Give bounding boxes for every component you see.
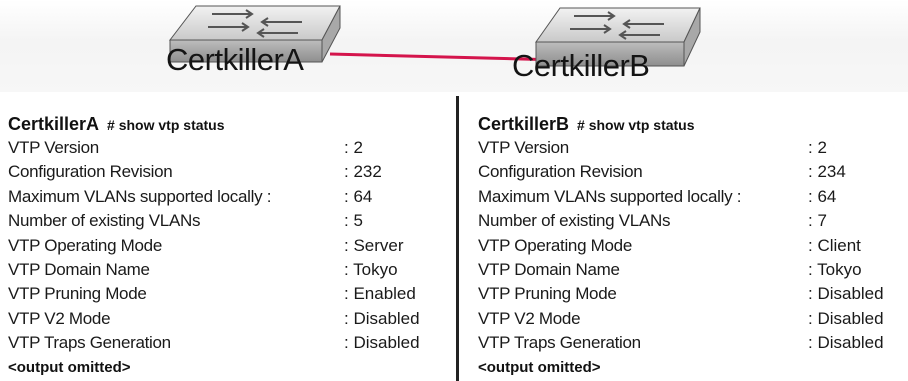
row-value: : Server xyxy=(344,235,404,255)
row-value: : 7 xyxy=(808,211,827,231)
row-label: Number of existing VLANs xyxy=(8,211,201,231)
hostname: CertkillerA xyxy=(8,114,100,134)
command-text: # show vtp status xyxy=(107,117,225,133)
row-label: Maximum VLANs supported locally : xyxy=(8,186,272,206)
status-row: Maximum VLANs supported locally : : 64 xyxy=(8,185,448,209)
status-row: Number of existing VLANs : 7 xyxy=(478,209,906,233)
status-row: VTP Pruning Mode : Disabled xyxy=(478,282,906,306)
row-value: : 5 xyxy=(344,211,363,231)
row-value: : 64 xyxy=(344,186,373,206)
status-row: VTP Traps Generation : Disabled xyxy=(8,331,448,355)
status-row: VTP Version : 2 xyxy=(478,136,906,160)
status-row: VTP Domain Name : Tokyo xyxy=(8,258,448,282)
row-label: Configuration Revision xyxy=(478,162,643,182)
status-row: VTP Domain Name : Tokyo xyxy=(478,258,906,282)
status-row: VTP Traps Generation : Disabled xyxy=(478,331,906,355)
status-row: Number of existing VLANs : 5 xyxy=(8,209,448,233)
row-label: VTP Pruning Mode xyxy=(8,284,147,304)
row-value: : 232 xyxy=(344,162,382,182)
row-label: Configuration Revision xyxy=(8,162,173,182)
switch-b-icon xyxy=(535,7,701,67)
network-topology xyxy=(168,5,701,67)
row-label: VTP Version xyxy=(8,138,99,157)
row-value: : Disabled xyxy=(808,308,884,328)
status-row: Maximum VLANs supported locally : : 64 xyxy=(478,185,906,209)
row-label: VTP V2 Mode xyxy=(8,308,111,328)
row-label: Maximum VLANs supported locally : xyxy=(478,186,742,206)
vtp-status-panel-a: CertkillerA # show vtp status VTP Version… xyxy=(8,112,448,380)
switch-b-label: CertkillerB xyxy=(512,48,650,83)
command-text: # show vtp status xyxy=(577,117,695,133)
vtp-status-panel-b: CertkillerB # show vtp status VTP Version… xyxy=(478,112,906,380)
row-value: : 234 xyxy=(808,162,846,182)
row-value: : Client xyxy=(808,235,861,255)
row-label: VTP Pruning Mode xyxy=(478,284,617,304)
row-value: : Disabled xyxy=(808,333,884,353)
status-row: VTP V2 Mode : Disabled xyxy=(478,307,906,331)
row-value: : 2 xyxy=(808,138,827,157)
command-line: CertkillerA # show vtp status xyxy=(8,112,448,136)
switch-a-label: CertkillerA xyxy=(166,42,304,77)
row-label: VTP Operating Mode xyxy=(8,235,162,255)
row-label: VTP V2 Mode xyxy=(478,308,581,328)
row-value: : Disabled xyxy=(344,308,420,328)
switch-a-icon xyxy=(168,5,341,63)
row-label: VTP Domain Name xyxy=(8,259,150,279)
output-omitted-note: <output omitted> xyxy=(8,358,131,376)
row-label: VTP Operating Mode xyxy=(478,235,632,255)
status-row: VTP Operating Mode : Client xyxy=(478,234,906,258)
status-row: Configuration Revision : 234 xyxy=(478,160,906,184)
topology-background xyxy=(0,0,908,92)
row-label: VTP Traps Generation xyxy=(478,333,641,353)
row-value: : Disabled xyxy=(344,333,420,353)
link-line xyxy=(329,52,561,62)
row-label: VTP Version xyxy=(478,138,569,157)
output-omitted-note: <output omitted> xyxy=(478,358,601,376)
row-value: : Disabled xyxy=(808,284,884,304)
status-row: VTP Operating Mode : Server xyxy=(8,234,448,258)
panel-divider xyxy=(456,96,459,381)
row-value: : Enabled xyxy=(344,284,416,304)
row-value: : Tokyo xyxy=(808,259,862,279)
row-value: : Tokyo xyxy=(344,259,398,279)
row-label: VTP Domain Name xyxy=(478,259,620,279)
status-row: VTP Version : 2 xyxy=(8,136,448,160)
row-value: : 64 xyxy=(808,186,837,206)
status-row: VTP Pruning Mode : Enabled xyxy=(8,282,448,306)
status-row: VTP V2 Mode : Disabled xyxy=(8,307,448,331)
row-label: VTP Traps Generation xyxy=(8,333,171,353)
status-row: Configuration Revision : 232 xyxy=(8,160,448,184)
row-value: : 2 xyxy=(344,138,363,157)
hostname: CertkillerB xyxy=(478,114,570,134)
row-label: Number of existing VLANs xyxy=(478,211,671,231)
command-line: CertkillerB # show vtp status xyxy=(478,112,906,136)
